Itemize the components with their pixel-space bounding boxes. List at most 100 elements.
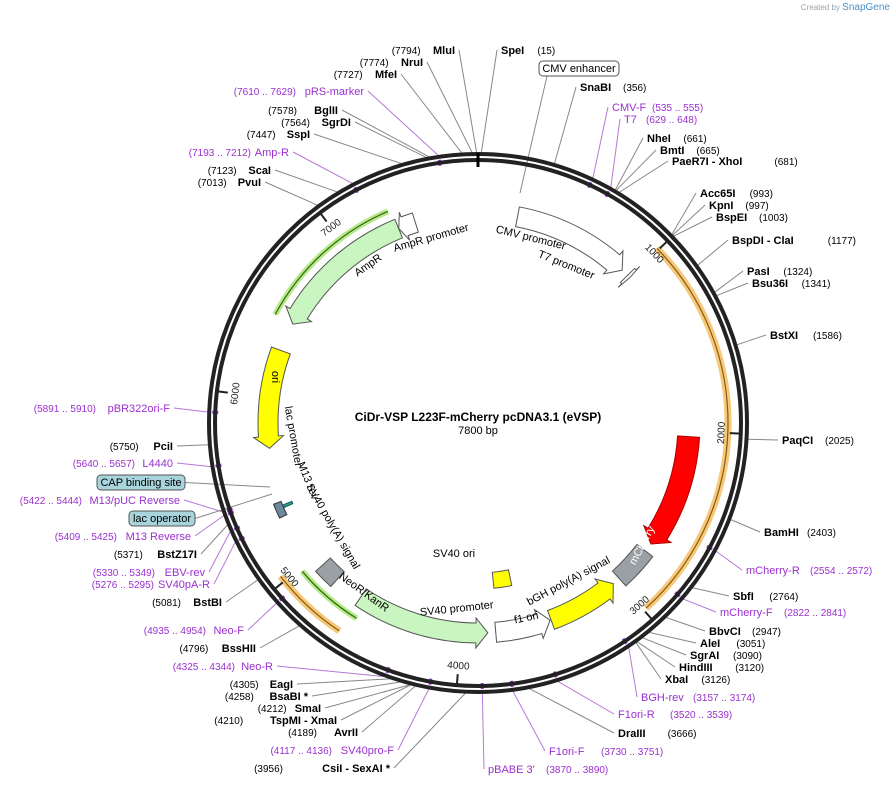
site-leader-bspdi-clai xyxy=(697,239,729,266)
snapgene-credit: Created by SnapGene xyxy=(800,2,890,13)
site-bsabi[interactable]: BsaBI *(4258) xyxy=(225,691,309,703)
site-spei[interactable]: SpeI(15) xyxy=(501,45,555,57)
site-name: BamHI xyxy=(764,527,799,539)
site-name: Acc65I xyxy=(700,188,735,200)
primer-prs-marker[interactable]: pRS-marker(7610 .. 7629) xyxy=(234,86,365,98)
feature-sv40-ori[interactable] xyxy=(491,569,513,589)
primer-position: (5409 .. 5425) xyxy=(55,532,117,543)
feature-bgh-poly-a-signal[interactable] xyxy=(611,543,654,587)
primer-f1ori-f[interactable]: F1ori-F(3730 .. 3751) xyxy=(549,746,663,758)
site-position: (4796) xyxy=(179,644,208,655)
site-pcii[interactable]: PciI(5750) xyxy=(110,441,173,453)
site-snabi[interactable]: SnaBI(356) xyxy=(580,82,646,94)
primer-name: EBV-rev xyxy=(165,567,206,579)
feature-lac-promoter[interactable] xyxy=(272,500,288,519)
site-bglii[interactable]: BglII(7578) xyxy=(268,105,338,117)
site-pasi[interactable]: PasI(1324) xyxy=(747,266,812,278)
site-bstz17i[interactable]: BstZ17I(5371) xyxy=(114,549,197,561)
feature-sv40-promoter[interactable] xyxy=(494,608,551,643)
site-leader-paqci xyxy=(747,438,779,441)
site-pvui[interactable]: PvuI(7013) xyxy=(198,177,261,189)
site-paer7i-xhoi[interactable]: PaeR7I - XhoI(681) xyxy=(672,156,798,168)
primer-name: L4440 xyxy=(142,458,173,470)
primer-sv40pa-r[interactable]: SV40pA-R(5276 .. 5295) xyxy=(92,579,210,591)
site-smai[interactable]: SmaI(4212) xyxy=(258,703,321,715)
site-xbai[interactable]: XbaI(3126) xyxy=(665,674,730,686)
primer-neo-f[interactable]: Neo-F(4935 .. 4954) xyxy=(144,625,245,637)
primer-position: (3870 .. 3890) xyxy=(546,765,608,776)
primer-name: BGH-rev xyxy=(641,692,684,704)
feature-t7-promoter[interactable] xyxy=(617,266,641,288)
feature-mcherry[interactable] xyxy=(642,435,701,545)
site-bbvci[interactable]: BbvCI(2947) xyxy=(709,626,781,638)
primer-name: T7 xyxy=(624,114,637,126)
site-bspdi-clai[interactable]: BspDI - ClaI(1177) xyxy=(732,235,856,247)
primer-leader-mcherry-r xyxy=(715,550,743,571)
boxed-label-cmv-enhancer[interactable]: CMV enhancer xyxy=(538,60,620,77)
site-name: BstXI xyxy=(770,330,798,342)
site-sgrai[interactable]: SgrAI(3090) xyxy=(690,650,762,662)
site-bstbi[interactable]: BstBI(5081) xyxy=(152,597,222,609)
site-draiii[interactable]: DraIII(3666) xyxy=(618,728,697,740)
site-mfei[interactable]: MfeI(7727) xyxy=(334,69,397,81)
site-name: SnaBI xyxy=(580,82,611,94)
site-sbfi[interactable]: SbfI(2764) xyxy=(733,591,798,603)
primer-t7[interactable]: T7(629 .. 648) xyxy=(624,114,697,126)
primer-m13-puc-reverse[interactable]: M13/pUC Reverse(5422 .. 5444) xyxy=(20,495,180,507)
site-nhei[interactable]: NheI(661) xyxy=(647,133,707,145)
site-bsu36i[interactable]: Bsu36I(1341) xyxy=(752,278,831,290)
site-bmti[interactable]: BmtI(665) xyxy=(660,145,720,157)
primer-leader-neo-r xyxy=(276,665,386,678)
site-bamhi[interactable]: BamHI(2403) xyxy=(764,527,836,539)
boxed-label-cap-binding-site[interactable]: CAP binding site xyxy=(96,474,186,491)
site-paqci[interactable]: PaqCI(2025) xyxy=(782,435,854,447)
primer-m13-reverse[interactable]: M13 Reverse(5409 .. 5425) xyxy=(55,531,191,543)
primer-mcherry-f[interactable]: mCherry-F(2822 .. 2841) xyxy=(720,607,846,619)
site-avrii[interactable]: AvrII(4189) xyxy=(288,727,358,739)
site-csii-sexai[interactable]: CsiI - SexAI *(3956) xyxy=(254,763,391,775)
primer-bgh-rev[interactable]: BGH-rev(3157 .. 3174) xyxy=(641,692,755,704)
feature-f1-ori[interactable] xyxy=(546,578,614,630)
site-position: (2947) xyxy=(752,627,781,638)
site-acc65i[interactable]: Acc65I(993) xyxy=(700,188,773,200)
site-kpni[interactable]: KpnI(997) xyxy=(709,200,769,212)
primer-mcherry-r[interactable]: mCherry-R(2554 .. 2572) xyxy=(746,565,872,577)
feature-cmv-promoter[interactable] xyxy=(515,206,624,275)
site-name: SbfI xyxy=(733,591,754,603)
site-nrui[interactable]: NruI(7774) xyxy=(360,57,423,69)
primer-pbr322ori-f[interactable]: pBR322ori-F(5891 .. 5910) xyxy=(34,403,171,415)
site-alei[interactable]: AleI(3051) xyxy=(700,638,765,650)
primer-pbabe-3[interactable]: pBABE 3'(3870 .. 3890) xyxy=(488,764,608,776)
primer-neo-r[interactable]: Neo-R(4325 .. 4344) xyxy=(173,661,273,673)
feature-ampr-promoter[interactable] xyxy=(398,212,419,241)
site-sspi[interactable]: SspI(7447) xyxy=(247,129,310,141)
site-eagi[interactable]: EagI(4305) xyxy=(230,679,293,691)
site-bsshii[interactable]: BssHII(4796) xyxy=(179,643,256,655)
feature-ampr[interactable] xyxy=(284,218,404,325)
primer-l4440[interactable]: L4440(5640 .. 5657) xyxy=(73,458,173,470)
feature-sv40-poly-a-signal[interactable] xyxy=(314,557,345,588)
feature-neor-kanr[interactable] xyxy=(354,588,489,650)
site-position: (681) xyxy=(774,157,797,168)
site-name: NruI xyxy=(401,57,423,69)
primer-sv40pro-f[interactable]: SV40pro-F(4117 .. 4136) xyxy=(270,745,394,757)
site-leader-bglii xyxy=(341,109,431,158)
site-bstxi[interactable]: BstXI(1586) xyxy=(770,330,842,342)
site-leader-nhei xyxy=(614,137,644,191)
primer-position: (4117 .. 4136) xyxy=(270,746,332,757)
site-leader-nrui xyxy=(426,61,473,154)
primer-cmv-f[interactable]: CMV-F(535 .. 555) xyxy=(612,102,703,114)
primer-amp-r[interactable]: Amp-R(7193 .. 7212) xyxy=(189,147,289,159)
site-sgrdi[interactable]: SgrDI(7564) xyxy=(281,117,351,129)
primer-ebv-rev[interactable]: EBV-rev(5330 .. 5349) xyxy=(93,567,206,579)
feature-m13-rev[interactable] xyxy=(281,500,294,509)
primer-f1ori-r[interactable]: F1ori-R(3520 .. 3539) xyxy=(618,709,732,721)
site-mlui[interactable]: MluI(7794) xyxy=(392,45,455,57)
site-leader-hindiii xyxy=(636,641,676,668)
site-tspmi-xmai[interactable]: TspMI - XmaI(4210) xyxy=(214,715,337,727)
site-scai[interactable]: ScaI(7123) xyxy=(208,165,271,177)
site-hindiii[interactable]: HindIII(3120) xyxy=(679,662,764,674)
boxed-label-lac-operator[interactable]: lac operator xyxy=(128,510,196,527)
feature-ori[interactable] xyxy=(251,346,291,449)
site-bspei[interactable]: BspEI(1003) xyxy=(716,212,788,224)
